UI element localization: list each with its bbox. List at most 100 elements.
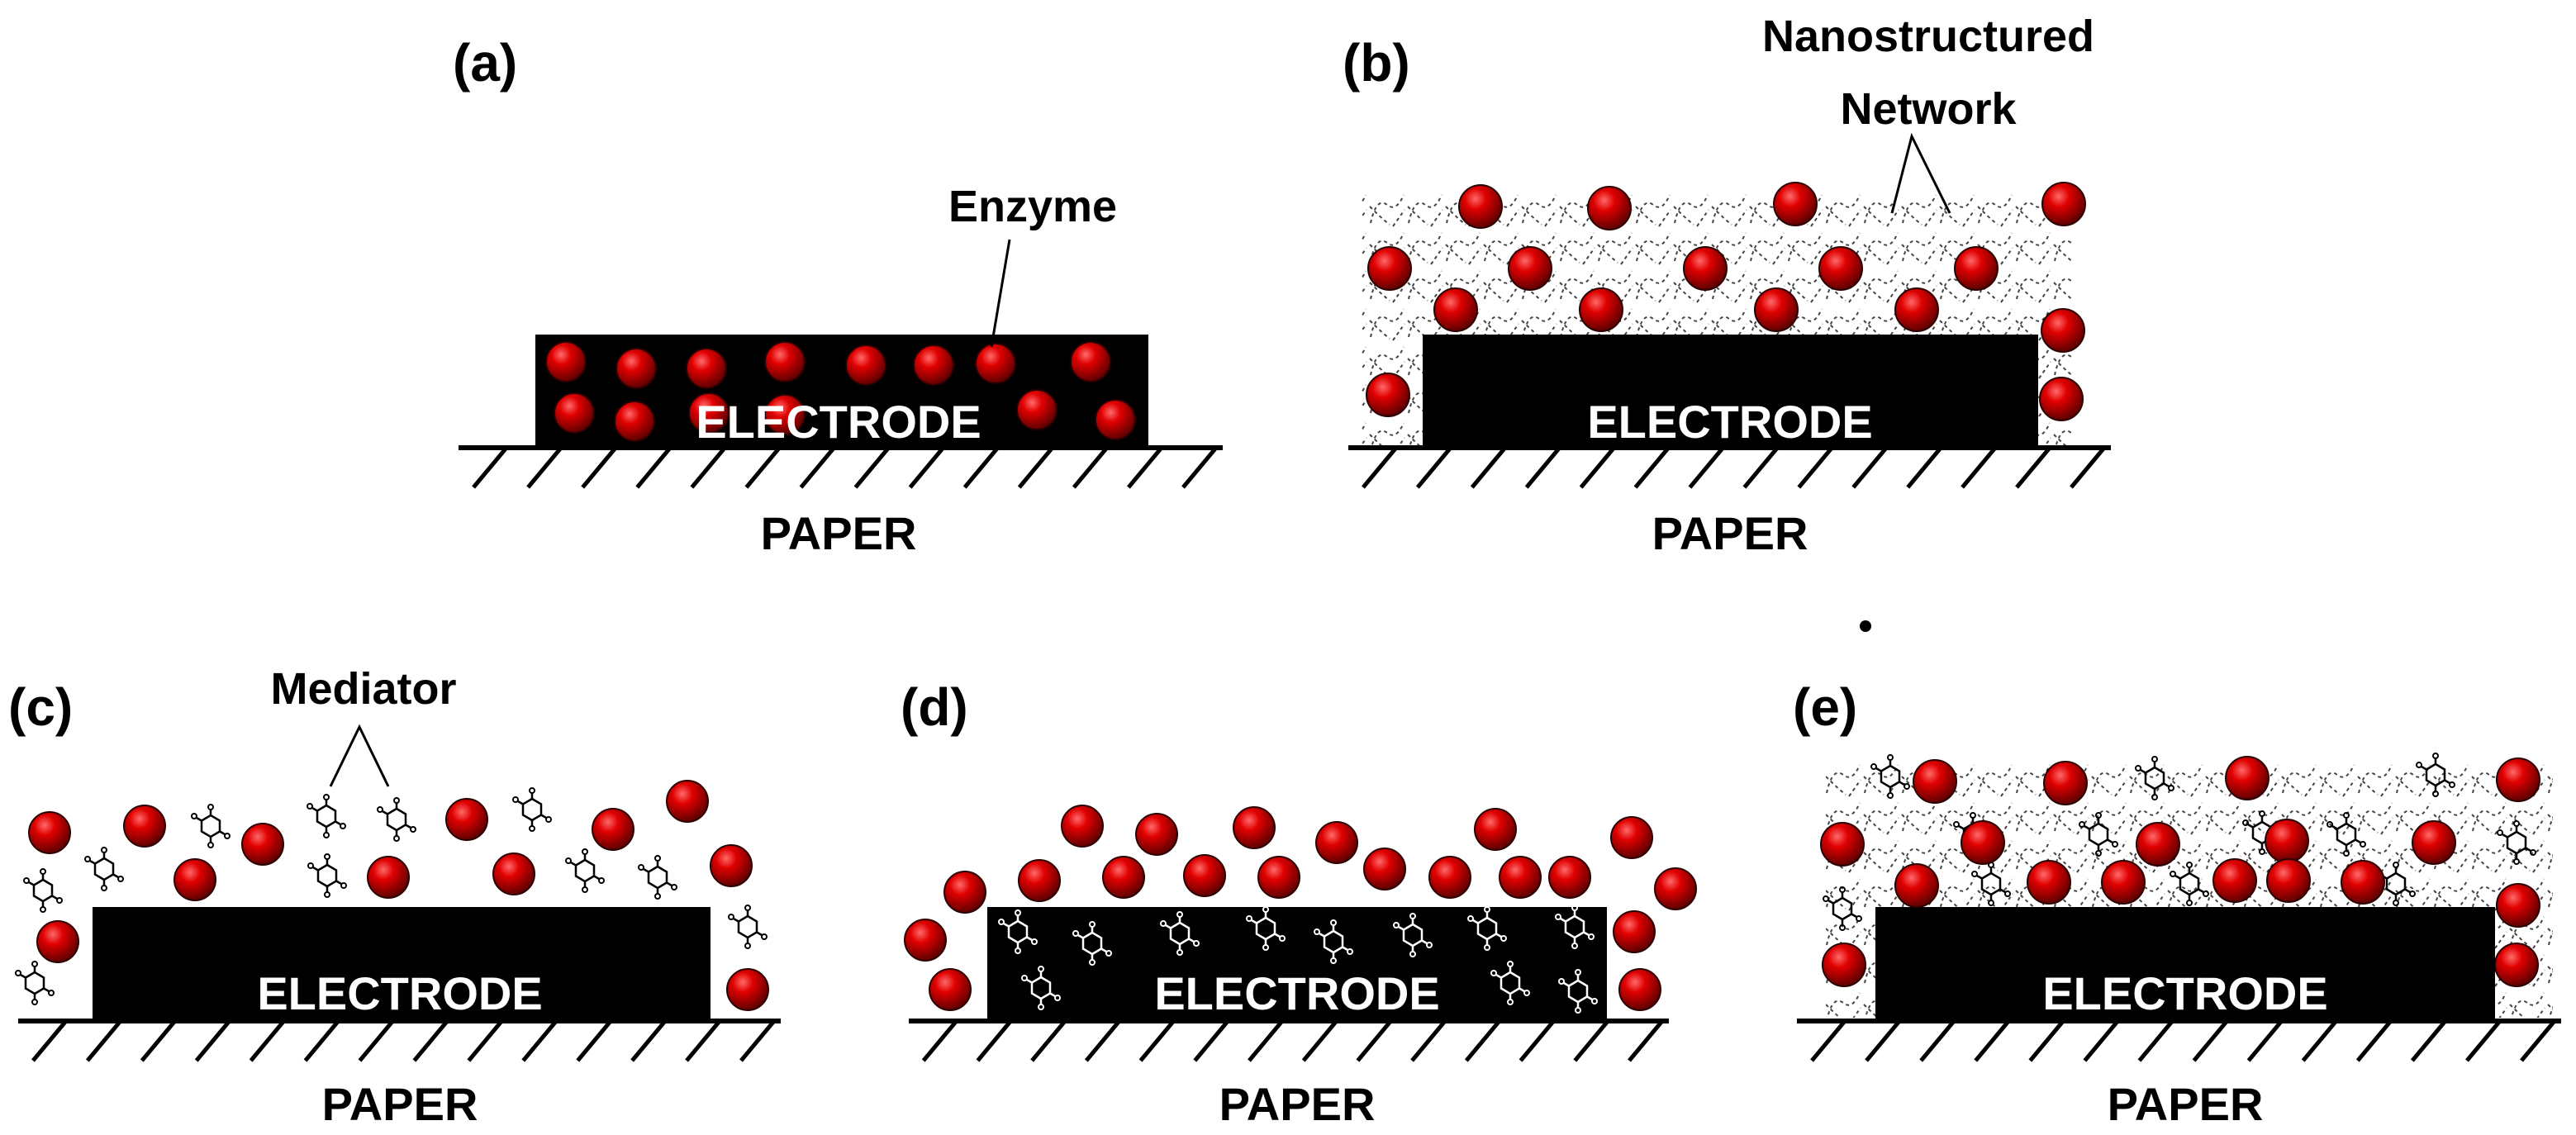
electrode-c-label: ELECTRODE [257,967,542,1019]
enzyme-sphere-icon [2496,883,2540,928]
enzyme-sphere-icon [28,811,71,854]
enzyme-spheres-b [1366,182,2086,421]
paper-hatch-e [1797,1019,2561,1062]
paper-hatch-stroke [1470,446,1507,489]
enzyme-sphere-icon [1433,287,1478,332]
paper-hatch-d [909,1019,1669,1062]
paper-hatch-c [18,1019,781,1062]
paper-hatch-stroke [249,1019,286,1062]
enzyme-sphere-icon [1135,813,1178,856]
paper-hatch-stroke [1742,446,1780,489]
paper-hatch-stroke [921,1019,958,1062]
paper-hatch-stroke [635,446,673,489]
paper-hatch-stroke [2137,1019,2174,1062]
enzyme-sphere-icon [2101,860,2146,905]
electrode-b-label: ELECTRODE [1587,396,1872,448]
enzyme-sphere-icon [173,858,216,901]
paper-hatch-stroke [1579,446,1616,489]
mediator-hexagon-icon [190,803,231,849]
paper-hatch-stroke [1248,1019,1284,1062]
enzyme-sphere-icon [1367,246,1412,291]
electrode-b [1423,335,2038,446]
enzyme-sphere-icon [445,798,488,841]
paper-hatch-stroke [799,446,836,489]
enzyme-sphere-icon [614,401,655,442]
paper-hatch-stroke [2301,1019,2338,1062]
enzyme-sphere-icon [1820,822,1865,867]
paper-hatch-stroke [2520,1019,2556,1062]
paper-hatch-stroke [1127,446,1163,489]
paper-hatch-stroke [1810,1019,1846,1062]
enzyme-sphere-icon [2043,761,2088,805]
mediator-hexagon-icon [637,854,678,900]
enzyme-sphere-icon [1822,943,1866,987]
enzyme-sphere-icon [1954,246,1999,291]
enzyme-sphere-icon [1070,341,1111,382]
enzyme-callout: Enzyme [948,182,1117,231]
enzyme-sphere-icon [1818,246,1863,291]
enzyme-spheres-e [1820,756,2540,987]
enzyme-sphere-icon [1548,856,1591,899]
paper-hatch-stroke [576,1019,613,1062]
enzyme-sphere-icon [1618,968,1661,1011]
enzyme-sphere-icon [1961,820,2005,865]
mediator-hexagon-icon [376,796,417,843]
paper-hatch-stroke [908,446,945,489]
mediator-hexagon-icon [306,793,347,839]
enzyme-sphere-icon [2265,819,2309,863]
paper-hatch-stroke [2192,1019,2229,1062]
enzyme-sphere-icon [1366,373,1410,417]
paper-hatch-stroke [472,446,508,489]
paper-hatch-stroke [1301,1019,1338,1062]
paper-hatch-stroke [1181,446,1218,489]
mediator-callout-line [329,724,390,787]
electrode-c [93,907,711,1019]
paper-hatch-stroke [962,446,1000,489]
paper-hatch-stroke [690,446,727,489]
mediator-hexagon-icon [307,852,348,899]
enzyme-callout-line [990,239,1011,348]
mediator-callout: Mediator [270,664,456,714]
paper-hatch-stroke [2015,446,2051,489]
enzyme-sphere-icon [1102,856,1145,899]
paper-hatch-stroke [1573,1019,1610,1062]
enzyme-sphere-icon [943,871,986,914]
paper-hatch-stroke [1030,1019,1067,1062]
enzyme-sphere-icon [1579,287,1623,332]
enzyme-spheres-c [28,780,769,1011]
paper-hatch-stroke [853,446,891,489]
paper-hatch-stroke [1865,1019,1902,1062]
paper-hatch-stroke [1072,446,1109,489]
panel-a: (a) ELECTRODE PAPER Enzyme [453,33,1223,559]
panel-d-label: (d) [901,677,968,737]
paper-hatch-stroke [140,1019,177,1062]
enzyme-sphere-icon [1363,848,1406,890]
enzyme-sphere-icon [686,348,727,389]
paper-c-label: PAPER [322,1078,478,1130]
enzyme-sphere-icon [36,920,79,963]
enzyme-sphere-icon [1499,856,1542,899]
enzyme-sphere-icon [1257,856,1300,899]
enzyme-sphere-icon [1894,863,1939,908]
paper-hatch-stroke [1919,1019,1956,1062]
paper-hatch-stroke [1628,1019,1664,1062]
paper-hatch-stroke [1356,1019,1393,1062]
paper-hatch-stroke [31,1019,68,1062]
enzyme-sphere-icon [1683,246,1728,291]
paper-hatch-stroke [1193,1019,1230,1062]
enzyme-sphere-icon [492,852,535,895]
enzyme-sphere-icon [2496,757,2540,802]
enzyme-sphere-icon [1474,808,1517,851]
panel-c-label: (c) [8,677,73,737]
enzyme-sphere-icon [913,344,954,386]
paper-hatch-stroke [2410,1019,2447,1062]
paper-hatch-stroke [1906,446,1943,489]
paper-hatch-stroke [1138,1019,1176,1062]
enzyme-sphere-icon [845,344,886,386]
paper-hatch-stroke [467,1019,504,1062]
enzyme-sphere-icon [554,392,595,434]
network-callout-line2: Network [1840,84,2017,134]
enzyme-sphere-icon [975,343,1016,384]
paper-hatch-stroke [1974,1019,2011,1062]
mediator-hexagon-icon [83,846,125,892]
